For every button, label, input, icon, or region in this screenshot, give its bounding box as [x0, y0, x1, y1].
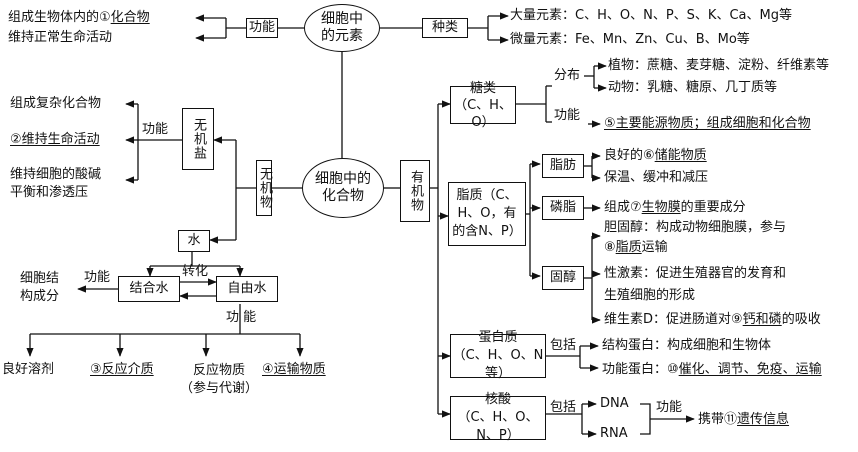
inorganic-box: 无机物 [256, 160, 272, 216]
answer-6: 储能物质 [654, 148, 707, 163]
answer-11: 遗传信息 [737, 412, 790, 427]
phospholipid-function-pre: 组成⑦ [604, 200, 642, 215]
sugar-function-label: 功能 [554, 108, 581, 123]
elements-function-2: 维持正常生命活动 [8, 30, 113, 45]
cholesterol-line-2-post: 运输 [641, 240, 668, 255]
major-elements: 大量元素：C、H、O、N、P、S、K、Ca、Mg等 [510, 8, 792, 24]
free-water-function-1: 良好溶剂 [2, 362, 55, 377]
salt-function-1: 组成复杂化合物 [10, 96, 102, 111]
major-elements-label: 大量元素： [510, 8, 576, 23]
sugar-distribution-label: 分布 [554, 68, 581, 83]
protein-structural: 结构蛋白：构成细胞和生物体 [602, 338, 772, 353]
free-water-function-3: 反应物质 （参与代谢） [180, 363, 259, 396]
inorganic-salt-box: 无机盐 [182, 108, 214, 170]
vitamin-d-pre: 维生素D：促进肠道对⑨ [604, 312, 743, 327]
sugar-box: 糖类 （C、H、O） [450, 81, 516, 130]
free-water-function-label: 功 能 [226, 310, 257, 325]
salt-function-3: 维持细胞的酸碱 平衡和渗透压 [10, 167, 102, 200]
protein-include-label: 包括 [550, 338, 577, 353]
fat-function-1: 良好的⑥储能物质 [604, 148, 707, 164]
protein-functional: 功能蛋白：⑩催化、调节、免疫、运输 [602, 362, 822, 378]
cell-elements-node: 细胞中 的元素 [304, 4, 380, 52]
elements-function-1-text: 组成生物体内的① [8, 10, 111, 25]
trace-elements-label: 微量元素： [510, 32, 576, 47]
protein-functional-pre: 功能蛋白：⑩ [602, 362, 679, 377]
answer-10: 催化、调节、免疫、运输 [678, 362, 822, 377]
trace-elements: 微量元素：Fe、Mn、Zn、Cu、B、Mo等 [510, 32, 750, 48]
answer-9: 钙和磷 [742, 312, 782, 327]
dna-label: DNA [600, 396, 629, 411]
sterol-box: 固醇 [542, 266, 584, 290]
free-water-function-2: ③反应介质 [90, 362, 154, 377]
salt-function-label: 功能 [142, 122, 169, 137]
free-water-box: 自由水 [216, 276, 278, 302]
rna-label: RNA [600, 426, 628, 441]
vitamin-d-post: 的吸收 [781, 312, 821, 327]
fat-box: 脂肪 [542, 154, 584, 178]
fat-function-2: 保温、缓冲和减压 [604, 170, 709, 185]
cholesterol-line-1: 胆固醇：构成动物细胞膜，参与 [604, 220, 787, 235]
vitamin-d: 维生素D：促进肠道对⑨钙和磷的吸收 [604, 312, 821, 328]
phospholipid-function: 组成⑦生物膜的重要成分 [604, 200, 746, 216]
elements-function-label-box: 功能 [246, 18, 278, 38]
fat-function-1-text: 良好的⑥ [604, 148, 655, 163]
cholesterol-line-2-pre: ⑧ [604, 240, 616, 255]
organic-box: 有机物 [400, 160, 430, 222]
nucleic-include-label: 包括 [550, 400, 577, 415]
answer-8: 脂质 [615, 240, 642, 255]
sugar-function: ⑤主要能源物质；组成细胞和化合物 [604, 116, 811, 131]
elements-kinds-label-box: 种类 [422, 18, 468, 38]
bound-water-function: 细胞结 构成分 [20, 271, 60, 304]
bound-water-function-label: 功能 [84, 270, 111, 285]
nucleic-function: 携带⑪遗传信息 [698, 412, 789, 428]
phospholipid-function-post: 的重要成分 [680, 200, 746, 215]
cell-compounds-node: 细胞中的 化合物 [302, 158, 384, 218]
protein-box: 蛋白质 （C、H、O、N等） [450, 330, 546, 381]
phospholipid-box: 磷脂 [542, 196, 584, 220]
answer-1: 化合物 [110, 10, 150, 25]
nucleic-acid-box: 核酸 （C、H、O、N、P） [450, 392, 546, 443]
sugar-plant: 植物：蔗糖、麦芽糖、淀粉、纤维素等 [608, 58, 830, 73]
nucleic-function-label: 功能 [656, 400, 683, 415]
sex-hormone-line-1: 性激素：促进生殖器官的发育和 [604, 266, 787, 281]
major-elements-value: C、H、O、N、P、S、K、Ca、Mg等 [575, 8, 792, 23]
trace-elements-value: Fe、Mn、Zn、Cu、B、Mo等 [575, 32, 750, 47]
water-convert-label: 转化 [182, 264, 209, 279]
elements-function-1: 组成生物体内的①化合物 [8, 10, 150, 26]
answer-7: 生物膜 [641, 200, 681, 215]
lipid-box: 脂质（C、 H、O，有 的含N、P） [448, 182, 526, 246]
free-water-function-4: ④运输物质 [262, 362, 326, 377]
cholesterol-line-2: ⑧脂质运输 [604, 240, 668, 256]
salt-function-2: ②维持生命活动 [10, 132, 100, 147]
water-box: 水 [178, 230, 210, 252]
bound-water-box: 结合水 [118, 276, 180, 302]
sugar-animal: 动物：乳糖、糖原、几丁质等 [608, 80, 778, 95]
nucleic-function-pre: 携带⑪ [698, 412, 738, 427]
sex-hormone-line-2: 生殖细胞的形成 [604, 288, 696, 303]
